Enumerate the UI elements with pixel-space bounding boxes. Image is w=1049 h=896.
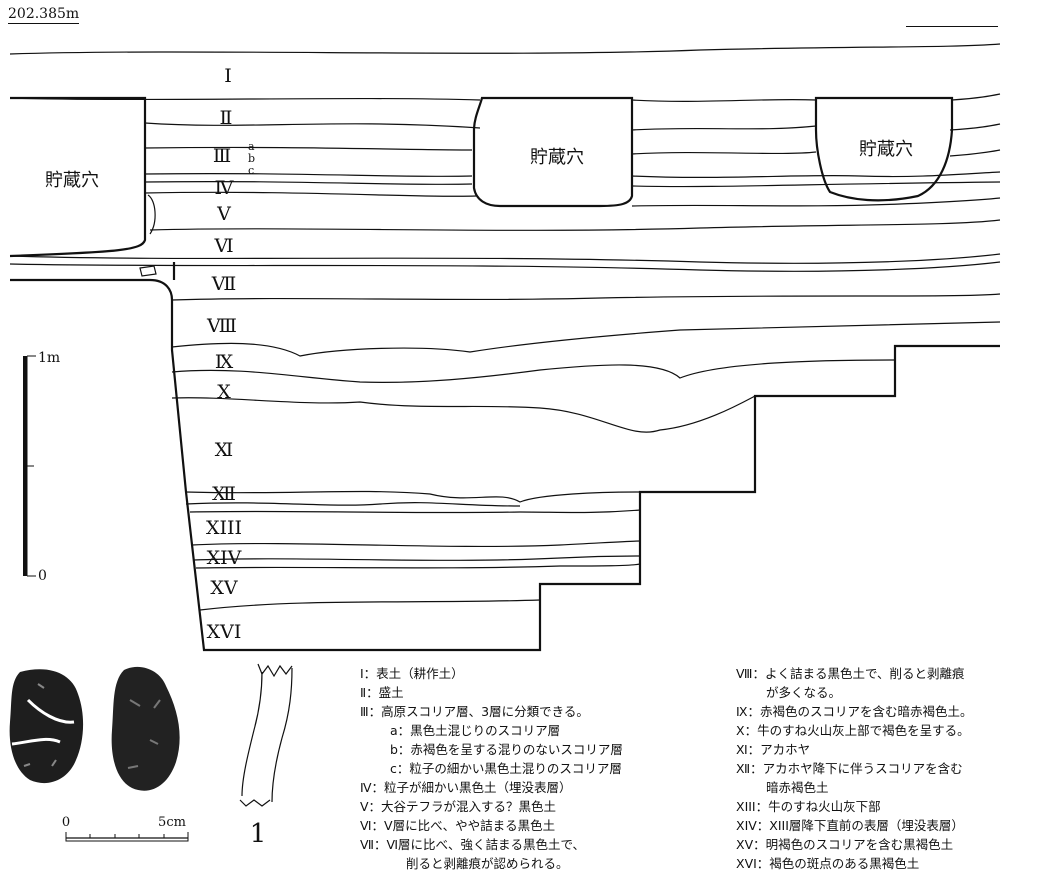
boundary-5-6 xyxy=(149,219,1001,231)
layer-label-8: Ⅷ xyxy=(206,315,237,337)
storage-pit-middle-outline xyxy=(472,96,634,208)
layer-label-15: XV xyxy=(210,577,238,599)
boundary-12-12b xyxy=(185,502,521,507)
scale-bar-top-label: 1m xyxy=(38,350,60,366)
artifact-scale-max: 5cm xyxy=(158,815,186,830)
legend-item: が多くなる。 xyxy=(766,685,842,700)
legend-item: Ⅷ：よく詰まる黒色土で、削ると剥離痕 xyxy=(736,666,965,681)
boundary-10-11 xyxy=(171,395,756,433)
legend-item: Ⅵ：Ⅴ層に比べ、やや詰まる黒色土 xyxy=(360,818,556,833)
boundary-4-5 xyxy=(144,191,1001,207)
legend-item: Ⅺ：アカホヤ xyxy=(736,742,811,757)
layer-label-4: Ⅳ xyxy=(215,177,235,199)
layer-label-7: Ⅶ xyxy=(211,273,237,295)
storage-pit-middle-label: 貯蔵穴 xyxy=(530,147,584,168)
horizontal-reference-line xyxy=(906,26,998,27)
legend-item: XV：明褐色のスコリアを含む黒褐色土 xyxy=(736,837,954,852)
legend-item: Ⅹ：牛のすね火山灰上部で褐色を呈する。 xyxy=(736,723,970,738)
layer-label-2: Ⅱ xyxy=(220,107,233,129)
small-artifact-shape xyxy=(139,265,157,277)
legend-item: Ⅴ：大谷テフラが混入する？黒色土 xyxy=(360,799,557,814)
trench-outline xyxy=(10,278,1000,652)
storage-pit-left-outline xyxy=(9,96,147,258)
boundary-7-7b xyxy=(9,261,1001,272)
storage-pit-right-label: 貯蔵穴 xyxy=(859,139,913,160)
boundary-4a xyxy=(144,180,1001,188)
layer-label-9: Ⅸ xyxy=(215,351,234,373)
elevation-label: 202.385m xyxy=(8,6,80,24)
boundary-top xyxy=(9,43,1001,55)
legend-item: 暗赤褐色土 xyxy=(766,780,829,795)
legend-item: Ⅰ：表土（耕作土） xyxy=(360,666,464,681)
storage-pit-right-outline xyxy=(814,96,954,202)
legend-item: b：赤褐色を呈する混りのないスコリア層 xyxy=(390,742,623,757)
layer-label-13: XIII xyxy=(206,517,242,539)
boundary-9-10 xyxy=(171,359,896,383)
boundary-13-14 xyxy=(191,540,641,548)
layer-label-3: Ⅲ xyxy=(213,145,231,167)
artifact-scale-zero: 0 xyxy=(62,815,70,830)
sublayer-label-c: c xyxy=(248,164,254,177)
layer-label-14: XIV xyxy=(207,547,242,569)
artifact-outline-drawing xyxy=(239,663,293,807)
legend-item: XIV：XIII層降下直前の表層（埋没表層） xyxy=(736,818,964,833)
boundary-12-13 xyxy=(189,509,641,514)
sublayer-label-b: b xyxy=(248,152,255,165)
boundary-1-2 xyxy=(9,93,1001,102)
boundary-2-3 xyxy=(144,122,1001,131)
legend-item: 削ると剥離痕が認められる。 xyxy=(406,856,569,871)
legend-left: Ⅰ：表土（耕作土） Ⅱ：盛土 Ⅲ：高原スコリア層、3層に分類できる。 a：黒色土… xyxy=(360,664,623,873)
artifact-scale-bar xyxy=(65,832,189,842)
boundary-8-9 xyxy=(171,321,1001,357)
legend-item: Ⅸ：赤褐色のスコリアを含む暗赤褐色土。 xyxy=(736,704,973,719)
layer-label-12: Ⅻ xyxy=(212,483,236,505)
layer-label-1: Ⅰ xyxy=(224,65,232,87)
legend-right: Ⅷ：よく詰まる黒色土で、削ると剥離痕 が多くなる。 Ⅸ：赤褐色のスコリアを含む暗… xyxy=(736,664,972,873)
legend-item: Ⅳ：粒子が細かい黒色土（埋没表層） xyxy=(360,780,572,795)
layer-label-16: XVI xyxy=(207,621,242,643)
boundary-14-15 xyxy=(195,563,641,569)
artifact-stone-right xyxy=(111,666,180,791)
boundary-3a xyxy=(144,146,1001,157)
boundary-11-12 xyxy=(185,490,641,503)
artifact-stone-left xyxy=(9,669,84,784)
boundary-6-7 xyxy=(9,253,1001,264)
legend-item: c：粒子の細かい黒色土混りのスコリア層 xyxy=(390,761,622,776)
artifact-number: 1 xyxy=(250,819,267,849)
boundary-7-8 xyxy=(171,293,1001,301)
layer-label-5: Ⅴ xyxy=(216,203,231,225)
layer-label-6: Ⅵ xyxy=(213,235,233,257)
vertical-scale-bar xyxy=(23,355,36,577)
layer-label-11: Ⅺ xyxy=(215,439,233,461)
scale-bar-bottom-label: 0 xyxy=(38,568,47,584)
boundary-15-16 xyxy=(199,599,541,611)
storage-pit-left-label: 貯蔵穴 xyxy=(45,170,99,191)
boundary-14-14b xyxy=(193,555,641,561)
legend-item: Ⅻ：アカホヤ降下に伴うスコリアを含む xyxy=(736,761,963,776)
layer-label-10: Ⅹ xyxy=(217,381,231,403)
legend-item: a：黒色土混じりのスコリア層 xyxy=(390,723,561,738)
legend-item: Ⅲ：高原スコリア層、3層に分類できる。 xyxy=(360,704,589,719)
legend-item: XVI：褐色の斑点のある黒褐色土 xyxy=(736,856,920,871)
legend-item: XIII：牛のすね火山灰下部 xyxy=(736,799,881,814)
storage-pit-left-inner xyxy=(147,194,156,235)
sublayer-label-a: a xyxy=(248,140,255,153)
boundary-3-4 xyxy=(144,171,1001,179)
legend-item: Ⅱ：盛土 xyxy=(360,685,404,700)
legend-item: Ⅶ：Ⅵ層に比べ、強く詰まる黒色土で、 xyxy=(360,837,586,852)
